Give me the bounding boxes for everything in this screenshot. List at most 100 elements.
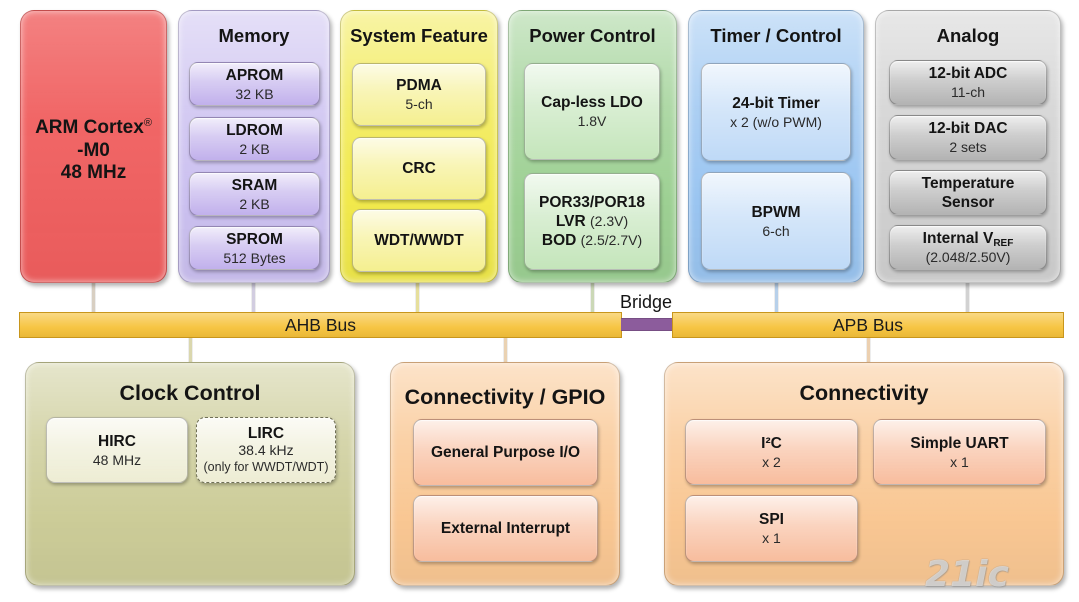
item-name: General Purpose I/O xyxy=(430,444,581,461)
cpu-block: ARM Cortex® -M0 48 MHz xyxy=(20,10,167,283)
bod-label: BOD xyxy=(541,232,577,249)
bod-line: BOD (2.5/2.7V) xyxy=(542,231,642,250)
bridge-bar xyxy=(621,318,673,331)
item-detail: 38.4 kHz xyxy=(238,441,294,458)
timer-item-24bit-timer: 24-bit Timer x 2 (w/o PWM) xyxy=(701,63,851,161)
power-item-reset: POR33/POR18 LVR (2.3V) BOD (2.5/2.7V) xyxy=(524,173,660,270)
vref-label: Internal VREF xyxy=(922,229,1014,249)
item-detail: 2 sets xyxy=(949,139,987,155)
lvr-label: LVR xyxy=(555,213,586,230)
gpio-item-external-interrupt: External Interrupt xyxy=(413,495,598,562)
cpu-name-line: ARM Cortex® xyxy=(21,117,166,140)
connectivity-gpio-block: Connectivity / GPIO General Purpose I/O … xyxy=(390,362,620,586)
item-name: CRC xyxy=(402,160,436,177)
item-detail: x 1 xyxy=(950,453,969,470)
power-item-ldo: Cap-less LDO 1.8V xyxy=(524,63,660,160)
system-feature-item-crc: CRC xyxy=(352,137,486,200)
item-detail: 2 KB xyxy=(239,140,270,157)
item-name: External Interrupt xyxy=(440,520,571,537)
item-name: BPWM xyxy=(751,203,801,221)
connector-analog-apb xyxy=(966,282,969,313)
item-detail: 11-ch xyxy=(951,84,985,100)
por-label: POR33/POR18 xyxy=(539,194,645,211)
item-name: PDMA xyxy=(396,77,442,94)
timer-item-bpwm: BPWM 6-ch xyxy=(701,172,851,270)
item-name: 12-bit DAC xyxy=(928,120,1008,137)
item-name: SRAM xyxy=(231,176,278,194)
item-name: Cap-less LDO xyxy=(541,94,643,111)
lvr-line: LVR (2.3V) xyxy=(556,212,628,231)
item-name: Simple UART xyxy=(910,434,1009,452)
cpu-name: ARM Cortex xyxy=(35,117,144,138)
memory-item-ldrom: LDROM 2 KB xyxy=(189,117,320,161)
timer-control-title: Timer / Control xyxy=(710,25,842,46)
memory-item-sram: SRAM 2 KB xyxy=(189,172,320,216)
item-name: APROM xyxy=(225,66,284,84)
connectivity-item-simple-uart: Simple UART x 1 xyxy=(873,419,1046,485)
clock-item-lirc: LIRC 38.4 kHz (only for WWDT/WDT) xyxy=(196,417,336,483)
item-name: 12-bit ADC xyxy=(928,65,1008,82)
item-name: 24-bit Timer xyxy=(732,94,820,112)
memory-item-aprom: APROM 32 KB xyxy=(189,62,320,106)
item-name: WDT/WWDT xyxy=(374,232,464,249)
item-detail: 2 KB xyxy=(239,195,270,212)
connector-system-feature-ahb xyxy=(416,282,419,313)
memory-block: Memory APROM 32 KB LDROM 2 KB SRAM 2 KB … xyxy=(178,10,330,283)
connector-cpu-ahb xyxy=(92,282,95,313)
cpu-core: -M0 xyxy=(77,139,110,161)
analog-item-internal-vref: Internal VREF (2.048/2.50V) xyxy=(889,225,1047,270)
item-name: SPROM xyxy=(226,230,283,248)
item-detail: 6-ch xyxy=(762,222,790,239)
item-note: (only for WWDT/WDT) xyxy=(203,459,329,474)
connectivity-gpio-title: Connectivity / GPIO xyxy=(404,385,606,409)
lvr-value: (2.3V) xyxy=(590,213,629,229)
item-detail: x 1 xyxy=(762,530,781,546)
system-feature-block: System Feature PDMA 5-ch CRC WDT/WWDT xyxy=(340,10,498,283)
analog-item-adc: 12-bit ADC 11-ch xyxy=(889,60,1047,105)
cpu-frequency: 48 MHz xyxy=(60,162,127,183)
item-detail: x 2 xyxy=(762,453,781,470)
item-name-line2: Sensor xyxy=(941,193,995,211)
item-name: LDROM xyxy=(226,121,283,139)
item-detail: 5-ch xyxy=(405,96,433,112)
connector-memory-ahb xyxy=(252,282,255,313)
item-detail: x 2 (w/o PWM) xyxy=(730,113,822,130)
connectivity-block: Connectivity I²C x 2 Simple UART x 1 SPI… xyxy=(664,362,1064,586)
power-control-title: Power Control xyxy=(529,25,656,46)
connector-ahb-clock-control xyxy=(189,337,192,363)
item-detail: 32 KB xyxy=(235,85,274,102)
apb-bus: APB Bus xyxy=(672,312,1064,338)
item-name-line1: Temperature xyxy=(921,174,1015,192)
connector-power-control-ahb xyxy=(591,282,594,313)
ahb-bus: AHB Bus xyxy=(19,312,622,338)
watermark-brand: 21ic xyxy=(925,554,1009,595)
item-detail: (2.048/2.50V) xyxy=(925,249,1011,265)
connectivity-item-spi: SPI x 1 xyxy=(685,495,858,562)
vref-name: Internal V xyxy=(922,230,994,247)
registered-mark: ® xyxy=(143,117,152,129)
connectivity-title: Connectivity xyxy=(799,381,929,405)
bod-value: (2.5/2.7V) xyxy=(580,232,643,248)
timer-control-block: Timer / Control 24-bit Timer x 2 (w/o PW… xyxy=(688,10,864,283)
item-name: LIRC xyxy=(247,424,285,442)
analog-title: Analog xyxy=(936,25,1000,46)
analog-item-temperature-sensor: Temperature Sensor xyxy=(889,170,1047,215)
clock-item-hirc: HIRC 48 MHz xyxy=(46,417,188,483)
connector-timer-control-apb xyxy=(775,282,778,313)
item-detail: 512 Bytes xyxy=(223,249,286,266)
memory-item-sprom: SPROM 512 Bytes xyxy=(189,226,320,270)
item-detail: 48 MHz xyxy=(92,451,142,468)
gpio-item-general-purpose-io: General Purpose I/O xyxy=(413,419,598,486)
analog-block: Analog 12-bit ADC 11-ch 12-bit DAC 2 set… xyxy=(875,10,1061,283)
connectivity-item-i2c: I²C x 2 xyxy=(685,419,858,485)
connector-apb-connectivity xyxy=(867,337,870,363)
connector-ahb-connectivity-gpio xyxy=(504,337,507,363)
item-name: HIRC xyxy=(98,432,136,450)
item-detail: 1.8V xyxy=(577,113,607,129)
vref-subscript: REF xyxy=(993,238,1014,249)
memory-title: Memory xyxy=(218,25,290,46)
clock-control-block: Clock Control HIRC 48 MHz LIRC 38.4 kHz … xyxy=(25,362,355,586)
item-name: SPI xyxy=(759,511,784,528)
system-feature-item-wdt: WDT/WWDT xyxy=(352,209,486,272)
system-feature-title: System Feature xyxy=(350,25,488,46)
